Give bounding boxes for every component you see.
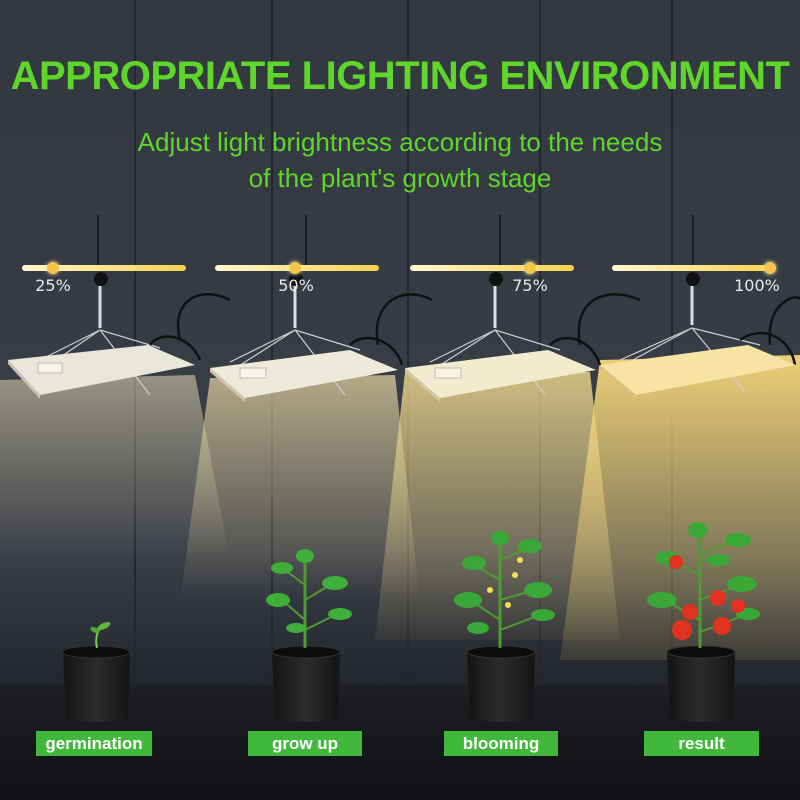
- stage-label-result: result: [644, 731, 759, 756]
- sprout-plant: [90, 621, 111, 649]
- grow-light-3: [405, 215, 641, 402]
- page-subtitle: Adjust light brightness according to the…: [100, 124, 700, 196]
- pot-2: [271, 645, 341, 722]
- stage-label-blooming: blooming: [444, 731, 558, 756]
- grow-light-4: [600, 215, 800, 399]
- brightness-slider-25[interactable]: [22, 262, 186, 274]
- subtitle-line-2: of the plant's growth stage: [248, 163, 552, 193]
- slider-knob[interactable]: [764, 262, 776, 274]
- stage-label-grow-up: grow up: [248, 731, 362, 756]
- slider-knob[interactable]: [289, 262, 301, 274]
- slider-knob[interactable]: [524, 262, 536, 274]
- pot-3: [466, 645, 536, 722]
- light-beam-2: [180, 375, 420, 600]
- young-plant: [266, 549, 352, 648]
- brightness-slider-75[interactable]: [410, 262, 574, 274]
- light-beam-3: [375, 372, 620, 640]
- pot-4: [666, 645, 736, 722]
- subtitle-line-1: Adjust light brightness according to the…: [137, 127, 663, 157]
- slider-knob[interactable]: [47, 262, 59, 274]
- stage-label-germination: germination: [36, 731, 152, 756]
- flowering-plant: [454, 531, 555, 648]
- page-title: APPROPRIATE LIGHTING ENVIRONMENT: [10, 54, 790, 98]
- brightness-slider-50[interactable]: [215, 262, 379, 274]
- tomato-plant: [647, 522, 760, 648]
- brightness-label-25: 25%: [35, 276, 71, 295]
- brightness-label-50: 50%: [278, 276, 314, 295]
- light-beam-4: [560, 355, 800, 660]
- brightness-label-75: 75%: [512, 276, 548, 295]
- brightness-label-100: 100%: [734, 276, 780, 295]
- grow-light-1: [8, 215, 231, 399]
- pot-1: [61, 645, 131, 722]
- brightness-slider-100[interactable]: [612, 262, 776, 274]
- grow-light-2: [210, 215, 433, 402]
- light-beam-1: [0, 375, 230, 560]
